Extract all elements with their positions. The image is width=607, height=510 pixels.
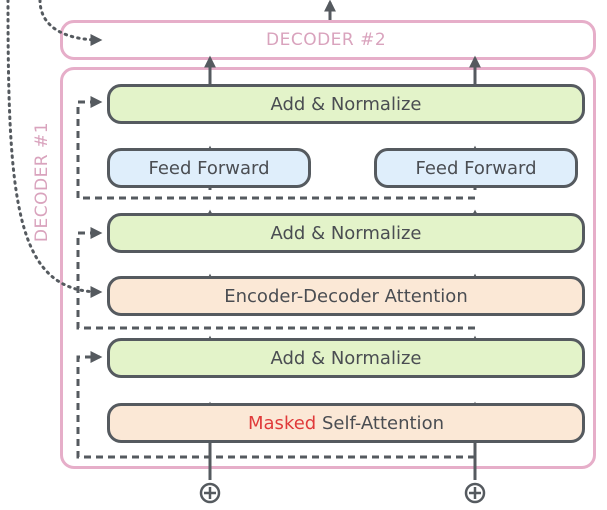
link-to-decoder-2 bbox=[38, 0, 103, 46]
residual-connections bbox=[76, 96, 475, 459]
encoder-output-links bbox=[6, 0, 103, 298]
encoder-decoder-attention: Encoder-Decoder Attention bbox=[107, 276, 585, 316]
decoder-2-label: DECODER #2 bbox=[266, 30, 387, 50]
link-to-enc-dec-attention bbox=[6, 0, 103, 298]
decoder-1-frame bbox=[60, 67, 596, 469]
plus-circle-icon bbox=[199, 482, 221, 504]
feed-forward-right: Feed Forward bbox=[374, 148, 578, 188]
self-attention-word: Self-Attention bbox=[316, 412, 444, 434]
masked-self-attention: Masked Self-Attention bbox=[107, 403, 585, 443]
feed-forward-left: Feed Forward bbox=[107, 148, 311, 188]
add-normalize-bottom: Add & Normalize bbox=[107, 338, 585, 378]
decoder-2-frame bbox=[60, 20, 596, 60]
residual-bottom bbox=[76, 351, 475, 459]
residual-mid bbox=[76, 227, 475, 330]
add-normalize-top: Add & Normalize bbox=[107, 84, 585, 124]
residual-left-top bbox=[76, 96, 210, 200]
plus-circle-icon bbox=[464, 482, 486, 504]
masked-word: Masked bbox=[248, 412, 317, 434]
add-normalize-middle: Add & Normalize bbox=[107, 213, 585, 253]
